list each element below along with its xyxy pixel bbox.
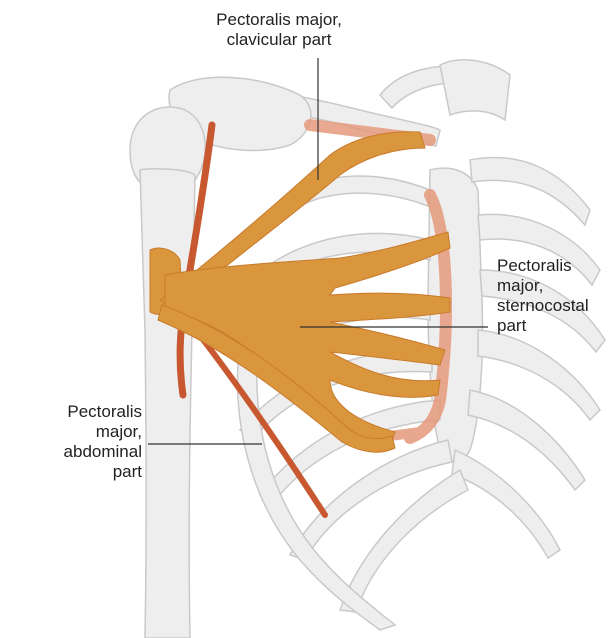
label-line: part bbox=[497, 316, 589, 336]
label-line: abdominal bbox=[22, 442, 142, 462]
label-line: Pectoralis major, bbox=[204, 10, 354, 30]
rib bbox=[452, 450, 560, 558]
label-line: major, bbox=[22, 422, 142, 442]
label-line: clavicular part bbox=[204, 30, 354, 50]
label-abdominal-part: Pectoralis major, abdominal part bbox=[22, 402, 142, 482]
label-line: Pectoralis bbox=[22, 402, 142, 422]
label-line: Pectoralis bbox=[497, 256, 589, 276]
label-sternocostal-part: Pectoralis major, sternocostal part bbox=[497, 256, 589, 336]
label-line: part bbox=[22, 462, 142, 482]
label-line: major, bbox=[497, 276, 589, 296]
humerus-shaft bbox=[140, 169, 195, 638]
vertebra bbox=[440, 60, 510, 120]
label-line: sternocostal bbox=[497, 296, 589, 316]
label-clavicular-part: Pectoralis major, clavicular part bbox=[204, 10, 354, 50]
